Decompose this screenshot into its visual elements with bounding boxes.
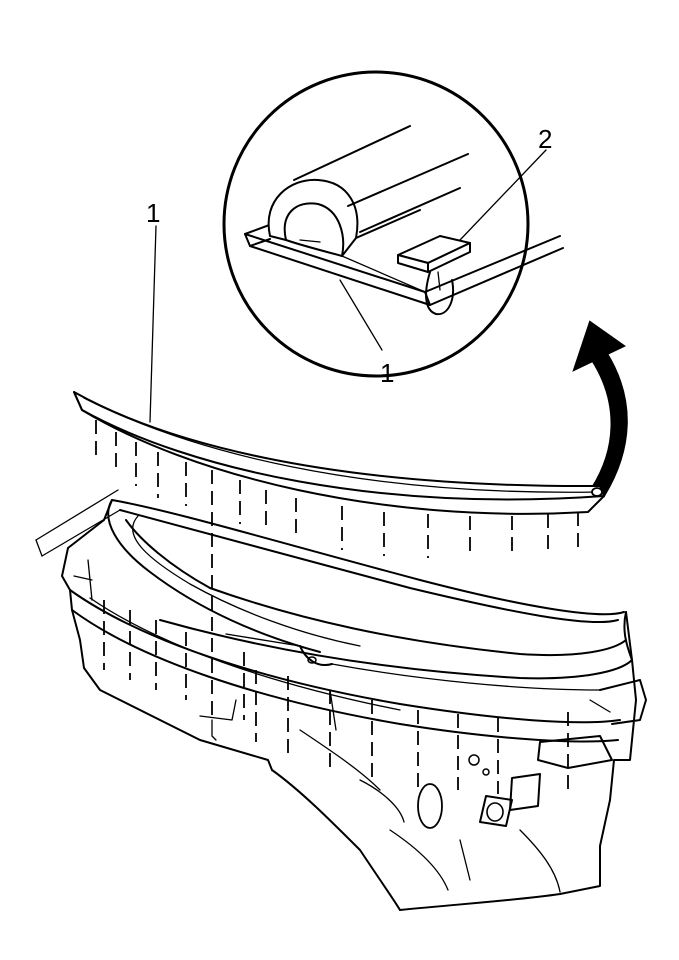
leader-clip-detail xyxy=(459,149,547,241)
detail-view: 2 1 xyxy=(222,70,564,388)
cowl-panel xyxy=(35,489,647,911)
leader-strip-detail xyxy=(339,279,383,351)
callout-1-detail: 1 xyxy=(380,358,394,388)
main-strip: 1 xyxy=(73,198,605,515)
detail-clip xyxy=(397,235,471,316)
callout-1-main: 1 xyxy=(146,198,160,228)
detail-view-arrow xyxy=(572,320,628,498)
callout-2-detail: 2 xyxy=(538,124,552,154)
leader-strip-main xyxy=(149,225,157,423)
alignment-lines xyxy=(95,420,579,720)
